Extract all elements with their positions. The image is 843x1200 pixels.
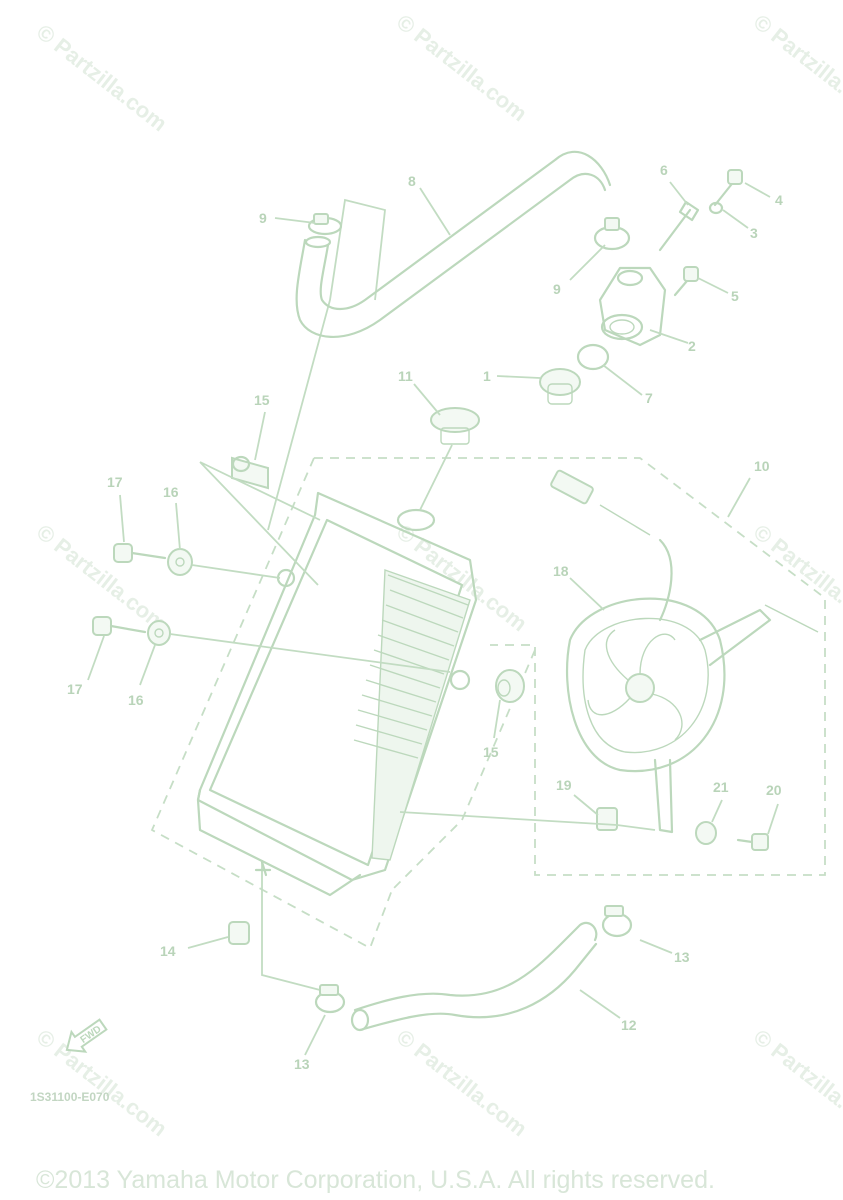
callout-21: 21 xyxy=(713,779,729,795)
leader-lines xyxy=(87,181,779,1056)
bolt-17-upper xyxy=(113,543,167,563)
callout-7: 7 xyxy=(645,390,653,406)
thermostat-housing xyxy=(598,266,667,347)
hose-clamp-lower-left xyxy=(314,984,346,1014)
fan-assembly xyxy=(566,504,819,834)
radiator-left-guide xyxy=(150,457,393,950)
hose-routing-line xyxy=(267,198,386,531)
callout-1: 1 xyxy=(483,368,491,384)
grommet-15-upper xyxy=(231,455,269,490)
diagram-code: 1S31100-E070 xyxy=(30,1090,110,1104)
hose-clamp-lower-right xyxy=(601,905,633,938)
watermark: © Partzilla.com xyxy=(392,1024,532,1141)
callout-19: 19 xyxy=(556,777,572,793)
collar-16-lower xyxy=(147,620,171,646)
radiator-cap xyxy=(430,407,480,445)
bolt-5 xyxy=(673,266,699,297)
watermark: © Partzilla.com xyxy=(749,1024,843,1141)
callout-3: 3 xyxy=(750,225,758,241)
callout-11: 11 xyxy=(398,368,413,384)
upper-radiator-hose xyxy=(295,150,612,339)
callout-15-upper: 15 xyxy=(254,392,270,408)
drain-cap-14 xyxy=(228,921,250,945)
watermark: © Partzilla.com xyxy=(749,519,843,636)
grommet-15-right xyxy=(495,669,525,703)
hose-clamp-upper-right xyxy=(593,217,631,251)
callout-17-lower: 17 xyxy=(67,681,83,697)
watermark: © Partzilla.com xyxy=(32,1024,172,1141)
bolt-20 xyxy=(736,833,769,851)
callout-4: 4 xyxy=(775,192,783,208)
filler-neck xyxy=(396,508,436,532)
callout-9-lower: 9 xyxy=(553,281,561,297)
bolt-6 xyxy=(658,200,700,252)
radiator-fins xyxy=(353,574,469,759)
fan-hub xyxy=(625,673,655,703)
lower-radiator-hose xyxy=(350,921,598,1032)
callout-9-upper: 9 xyxy=(259,210,267,226)
collar-16-upper xyxy=(167,548,193,576)
callout-13-left: 13 xyxy=(294,1056,310,1072)
washer-3 xyxy=(708,201,724,215)
watermark-layer: © Partzilla.com © Partzilla.com © Partzi… xyxy=(32,9,843,1141)
callout-labels: 1 2 3 4 5 6 7 8 9 9 10 11 12 13 13 14 15… xyxy=(67,162,783,1072)
fan-assembly-outline xyxy=(314,457,826,876)
hose-routing-line xyxy=(261,860,321,991)
callout-10: 10 xyxy=(754,458,770,474)
thermostat-1 xyxy=(539,368,581,405)
watermark: © Partzilla.com xyxy=(392,9,532,126)
fan-connector xyxy=(550,469,594,505)
callout-6: 6 xyxy=(660,162,668,178)
o-ring-7 xyxy=(576,343,610,371)
callout-15-right: 15 xyxy=(483,744,499,760)
callout-8: 8 xyxy=(408,173,416,189)
collar-21 xyxy=(695,821,717,845)
watermark: © Partzilla.com xyxy=(749,9,843,126)
callout-12: 12 xyxy=(621,1017,637,1033)
dashed-guides xyxy=(150,198,826,991)
copyright-notice: ©2013 Yamaha Motor Corporation, U.S.A. A… xyxy=(36,1166,715,1194)
radiator xyxy=(196,491,478,897)
bolt-4 xyxy=(713,169,743,207)
callout-18: 18 xyxy=(553,563,569,579)
callout-2: 2 xyxy=(688,338,696,354)
callout-16-upper: 16 xyxy=(163,484,179,500)
callout-5: 5 xyxy=(731,288,739,304)
watermark: © Partzilla.com xyxy=(32,19,172,136)
bolt-17-lower xyxy=(92,616,147,636)
callout-14: 14 xyxy=(160,943,176,959)
callout-13-right: 13 xyxy=(674,949,690,965)
callout-17-upper: 17 xyxy=(107,474,123,490)
callout-20: 20 xyxy=(766,782,782,798)
hose-clamp-upper-left xyxy=(307,213,343,236)
callout-16-lower: 16 xyxy=(128,692,144,708)
clip-19 xyxy=(596,807,618,831)
